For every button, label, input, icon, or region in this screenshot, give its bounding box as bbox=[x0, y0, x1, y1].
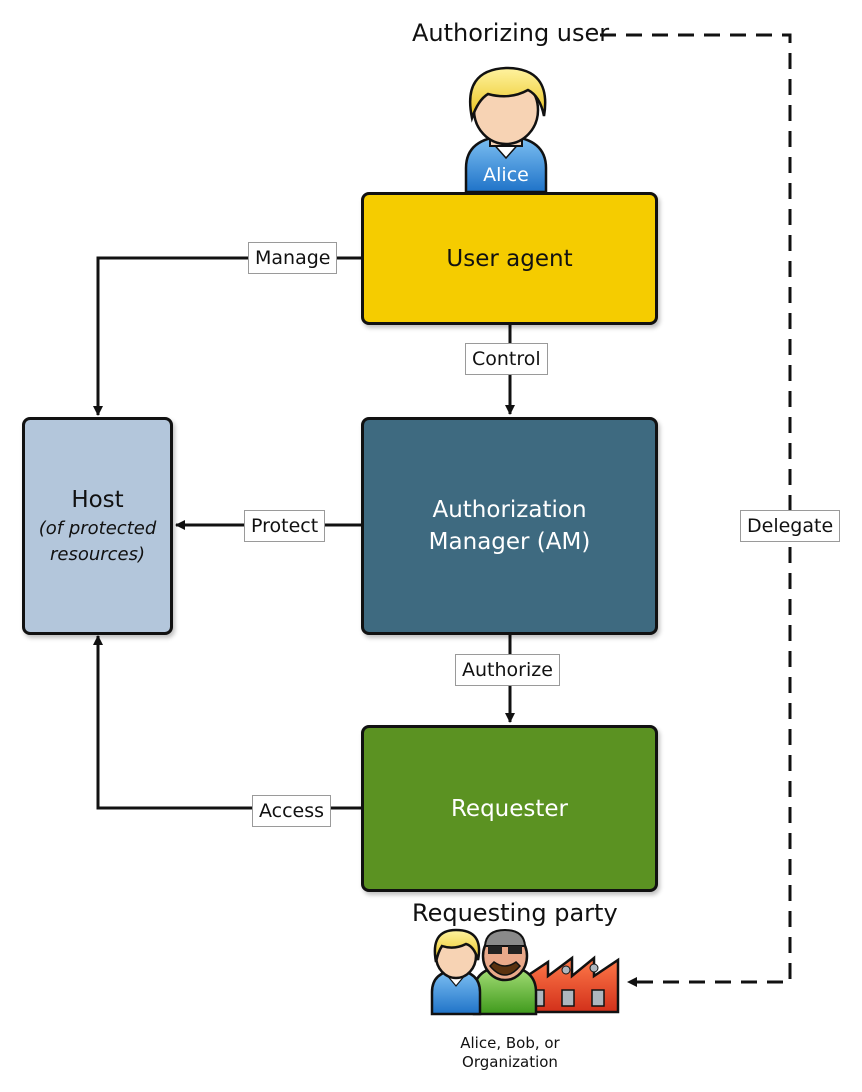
manage-edge bbox=[93, 256, 362, 416]
user-agent-label: User agent bbox=[446, 245, 573, 272]
user-agent-box: User agent bbox=[361, 192, 658, 325]
alice-avatar-label: Alice bbox=[483, 164, 529, 186]
host-label: Host bbox=[71, 487, 124, 513]
host-sub-line1: (of protected bbox=[38, 518, 157, 539]
am-label-line2: Manager (AM) bbox=[428, 529, 591, 555]
alice-small-icon bbox=[430, 928, 482, 1016]
delegate-edge bbox=[600, 33, 792, 987]
requester-label: Requester bbox=[450, 795, 569, 822]
authorizing-user-title: Authorizing user bbox=[412, 19, 610, 47]
protect-label: Protect bbox=[244, 510, 326, 542]
manage-label: Manage bbox=[248, 242, 338, 274]
access-label: Access bbox=[252, 795, 332, 827]
requesting-party-title: Requesting party bbox=[412, 899, 618, 927]
control-label: Control bbox=[465, 343, 548, 375]
requesting-party-icon bbox=[430, 928, 620, 1016]
am-label-line1: Authorization bbox=[432, 497, 587, 523]
authorize-label: Authorize bbox=[455, 654, 560, 686]
host-sub-line2: resources) bbox=[49, 544, 146, 565]
alice-avatar-icon bbox=[464, 66, 548, 194]
requesting-party-caption-line2: Organization bbox=[462, 1053, 558, 1071]
organization-icon bbox=[522, 955, 620, 1014]
delegate-label: Delegate bbox=[740, 510, 841, 542]
requesting-party-caption-line1: Alice, Bob, or bbox=[460, 1034, 560, 1052]
requester-box: Requester bbox=[361, 725, 658, 892]
authorization-manager-box: Authorization Manager (AM) bbox=[361, 417, 658, 635]
bob-icon bbox=[472, 928, 538, 1016]
host-box: Host (of protected resources) bbox=[22, 417, 173, 635]
access-edge bbox=[93, 635, 362, 810]
